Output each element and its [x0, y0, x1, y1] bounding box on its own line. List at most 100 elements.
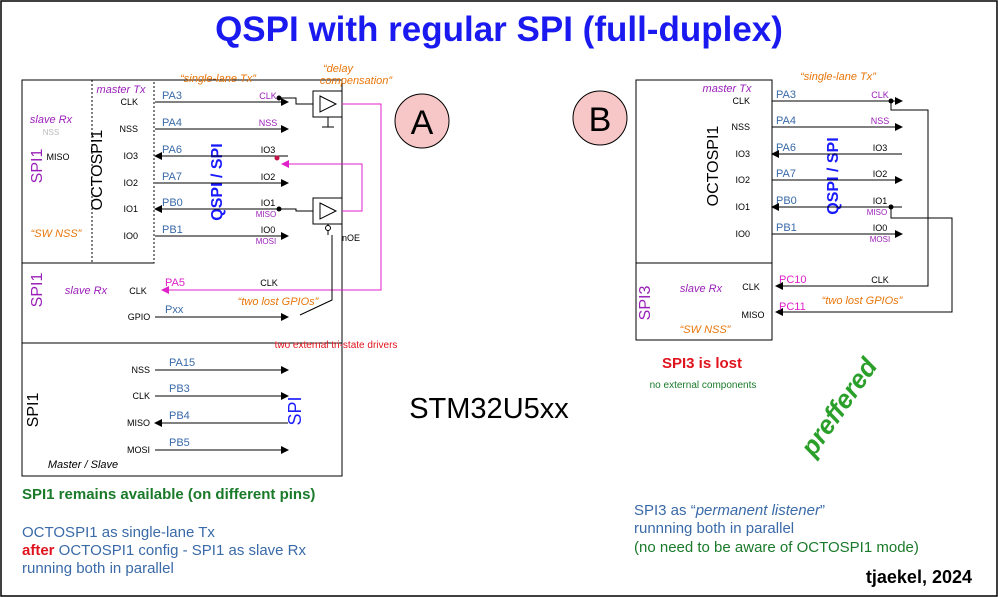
a-node-io1	[276, 206, 282, 212]
a-wire-io3-feedback	[281, 160, 363, 212]
a-spi-port-label: PA15	[169, 357, 195, 369]
b-clk-pin: CLK	[742, 282, 760, 292]
b-lost: SPI3 is lost	[662, 355, 742, 372]
a-spi-side: SPI	[285, 396, 305, 425]
a-noe-label: nOE	[342, 233, 360, 243]
a-spi-port-label: PB3	[169, 383, 190, 395]
a-delay-comp-2: compensation”	[320, 75, 393, 87]
a-spi-pin-label: MOSI	[127, 445, 150, 455]
a-node-io3	[274, 155, 280, 161]
a-spi-pin-label: NSS	[131, 365, 150, 375]
a-wire-noe	[299, 235, 333, 316]
a-slave-rx-b: slave Rx	[65, 285, 108, 297]
a-clk-pin: CLK	[129, 286, 147, 296]
a-mosi-sub: MOSI	[256, 237, 276, 246]
b-pin-label: IO0	[735, 229, 750, 239]
circle-b-label: B	[589, 101, 612, 139]
b-single-lane: “single-lane Tx”	[800, 71, 877, 83]
a-signal-label: IO1	[261, 198, 276, 208]
a-pin-label: IO0	[123, 231, 138, 241]
page-title: QSPI with regular SPI (full-duplex)	[215, 10, 783, 49]
a-port-label: PA3	[162, 90, 182, 102]
a-remains: SPI1 remains available (on different pin…	[22, 486, 315, 503]
a-signal-label: NSS	[259, 118, 278, 128]
b-qspi-spi: QSPI / SPI	[825, 137, 842, 214]
b-port-label: PB0	[776, 195, 797, 207]
a-port-label: PA6	[162, 144, 182, 156]
a-note2-red: after	[22, 542, 55, 559]
a-gpio-pin: GPIO	[128, 312, 151, 322]
a-port-label: PB1	[162, 224, 183, 236]
b-signal-label: IO3	[873, 143, 888, 153]
b-signal-label: NSS	[871, 116, 890, 126]
b-pin-label: IO1	[735, 202, 750, 212]
b-port-label: PA6	[776, 142, 796, 154]
a-wire-clk-buf	[279, 97, 313, 105]
a-spi-port-label: PB5	[169, 437, 190, 449]
a-spi1-c-vertical: SPI1	[25, 393, 42, 428]
a-master-tx: master Tx	[97, 84, 146, 96]
chip-name: STM32U5xx	[409, 393, 569, 425]
a-delay-comp-1: “delay	[323, 63, 354, 75]
b-pin-label: IO2	[735, 175, 750, 185]
b-two-lost: “two lost GPIOs”	[822, 295, 904, 307]
a-buffer-bottom-icon	[319, 202, 338, 220]
a-pin-label: IO1	[123, 204, 138, 214]
b-master-tx: master Tx	[703, 83, 752, 95]
b-clk-sig: CLK	[871, 275, 889, 285]
a-port-label: PA7	[162, 171, 182, 183]
a-port-label: PB0	[162, 197, 183, 209]
a-nss-gray: NSS	[43, 128, 59, 137]
b-pc11: PC11	[779, 301, 806, 313]
circle-b	[572, 90, 628, 146]
a-signal-label: IO0	[261, 225, 276, 235]
a-sw-nss: “SW NSS”	[31, 228, 83, 240]
b-port-label: PB1	[776, 222, 797, 234]
a-signal-label: CLK	[259, 91, 277, 101]
chip-b-box	[635, 79, 773, 341]
b-signal-label: CLK	[871, 90, 889, 100]
a-note2: after OCTOSPI1 config - SPI1 as slave Rx	[22, 542, 307, 559]
b-preffered: preffered	[794, 351, 884, 462]
b-slave-rx: slave Rx	[680, 283, 723, 295]
a-note3: running both in parallel	[22, 560, 174, 577]
b-note2: runnning both in parallel	[634, 520, 794, 537]
b-pin-label: NSS	[731, 122, 750, 132]
a-master-slave: Master / Slave	[48, 459, 118, 471]
a-miso-label: MISO	[46, 152, 69, 162]
a-pa5: PA5	[165, 277, 185, 289]
b-pin-label: IO3	[735, 149, 750, 159]
b-octospi-vertical: OCTOSPI1	[705, 126, 722, 207]
a-qspi-spi: QSPI / SPI	[209, 143, 226, 220]
b-miso-pin: MISO	[741, 310, 764, 320]
b-port-label: PA3	[776, 89, 796, 101]
a-pxx: Pxx	[165, 304, 184, 316]
b-wire-clk	[775, 101, 929, 290]
a-two-lost: “two lost GPIOs”	[238, 296, 320, 308]
a-pin-label: IO2	[123, 178, 138, 188]
b-signal-label: IO2	[873, 169, 888, 179]
b-spi3-vertical: SPI3	[637, 286, 654, 321]
a-spi-port-label: PB4	[169, 410, 190, 422]
b-no-ext: no external components	[650, 380, 757, 391]
a-spi1-b-vertical: SPI1	[29, 273, 46, 308]
a-pin-label: CLK	[120, 97, 138, 107]
chip-a-box	[21, 79, 343, 477]
a-spi1-vertical: SPI1	[29, 149, 46, 184]
b-wire-io1	[775, 207, 953, 316]
a-octospi-vertical: OCTOSPI1	[89, 130, 106, 211]
a-single-lane: “single-lane Tx”	[180, 73, 257, 85]
a-noe-bubble	[325, 225, 331, 231]
b-note3: (no need to be aware of OCTOSPI1 mode)	[634, 539, 919, 556]
b-port-label: PA4	[776, 115, 796, 127]
a-slave-rx: slave Rx	[30, 114, 73, 126]
a-miso-sub: MISO	[256, 210, 276, 219]
a-wire-io1-buf	[279, 208, 313, 212]
a-spi-pin-label: MISO	[127, 418, 150, 428]
